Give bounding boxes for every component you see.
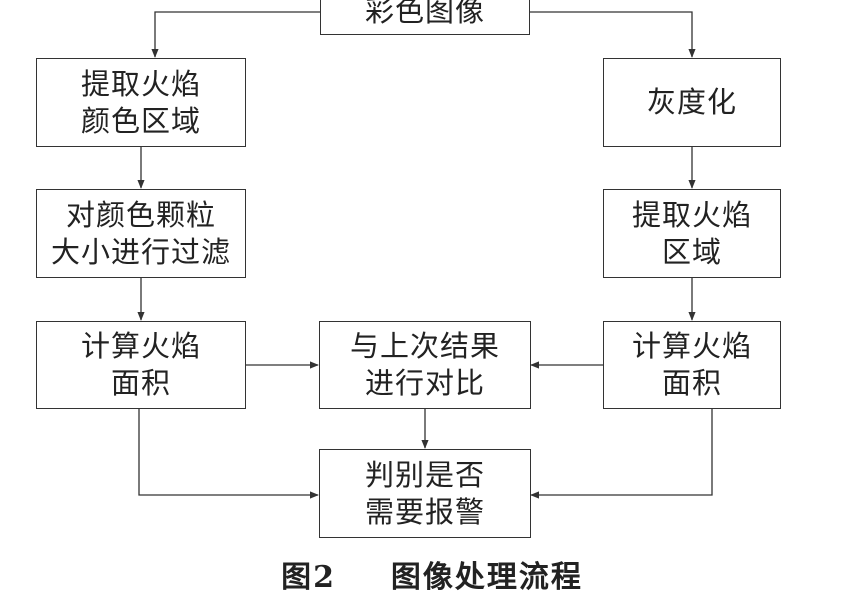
node-label: 对颜色颗粒 大小进行过滤 xyxy=(50,197,231,269)
node-label: 与上次结果 进行对比 xyxy=(349,329,500,400)
node-color-image: 彩色图像 xyxy=(320,0,530,35)
node-compare: 与上次结果 进行对比 xyxy=(319,321,531,409)
node-calc-area-right: 计算火焰 面积 xyxy=(603,321,781,409)
figure-number: 图2 xyxy=(281,560,336,595)
node-calc-area-left: 计算火焰 面积 xyxy=(36,321,246,409)
node-judge-alarm: 判别是否 需要报警 xyxy=(319,449,531,538)
edge-calc-left-to-judge xyxy=(138,408,319,499)
edge-color-image-to-extract-color xyxy=(151,11,320,58)
node-extract-flame-region: 提取火焰 区域 xyxy=(603,189,781,278)
node-label: 提取火焰 区域 xyxy=(631,197,752,269)
node-label: 计算火焰 面积 xyxy=(80,329,201,400)
node-label: 灰度化 xyxy=(646,85,737,119)
node-filter-particles: 对颜色颗粒 大小进行过滤 xyxy=(36,189,246,278)
edge-calc-right-to-judge xyxy=(530,408,713,499)
node-label: 计算火焰 面积 xyxy=(631,329,752,400)
node-label: 判别是否 需要报警 xyxy=(364,457,485,529)
edge-color-image-to-grayscale xyxy=(529,11,696,58)
node-grayscale: 灰度化 xyxy=(603,58,781,147)
figure-caption: 图2 图像处理流程 xyxy=(0,552,864,596)
node-label: 提取火焰 颜色区域 xyxy=(80,66,201,138)
node-label: 彩色图像 xyxy=(364,0,485,28)
figure-title: 图像处理流程 xyxy=(390,560,583,595)
node-extract-flame-color: 提取火焰 颜色区域 xyxy=(36,58,246,147)
